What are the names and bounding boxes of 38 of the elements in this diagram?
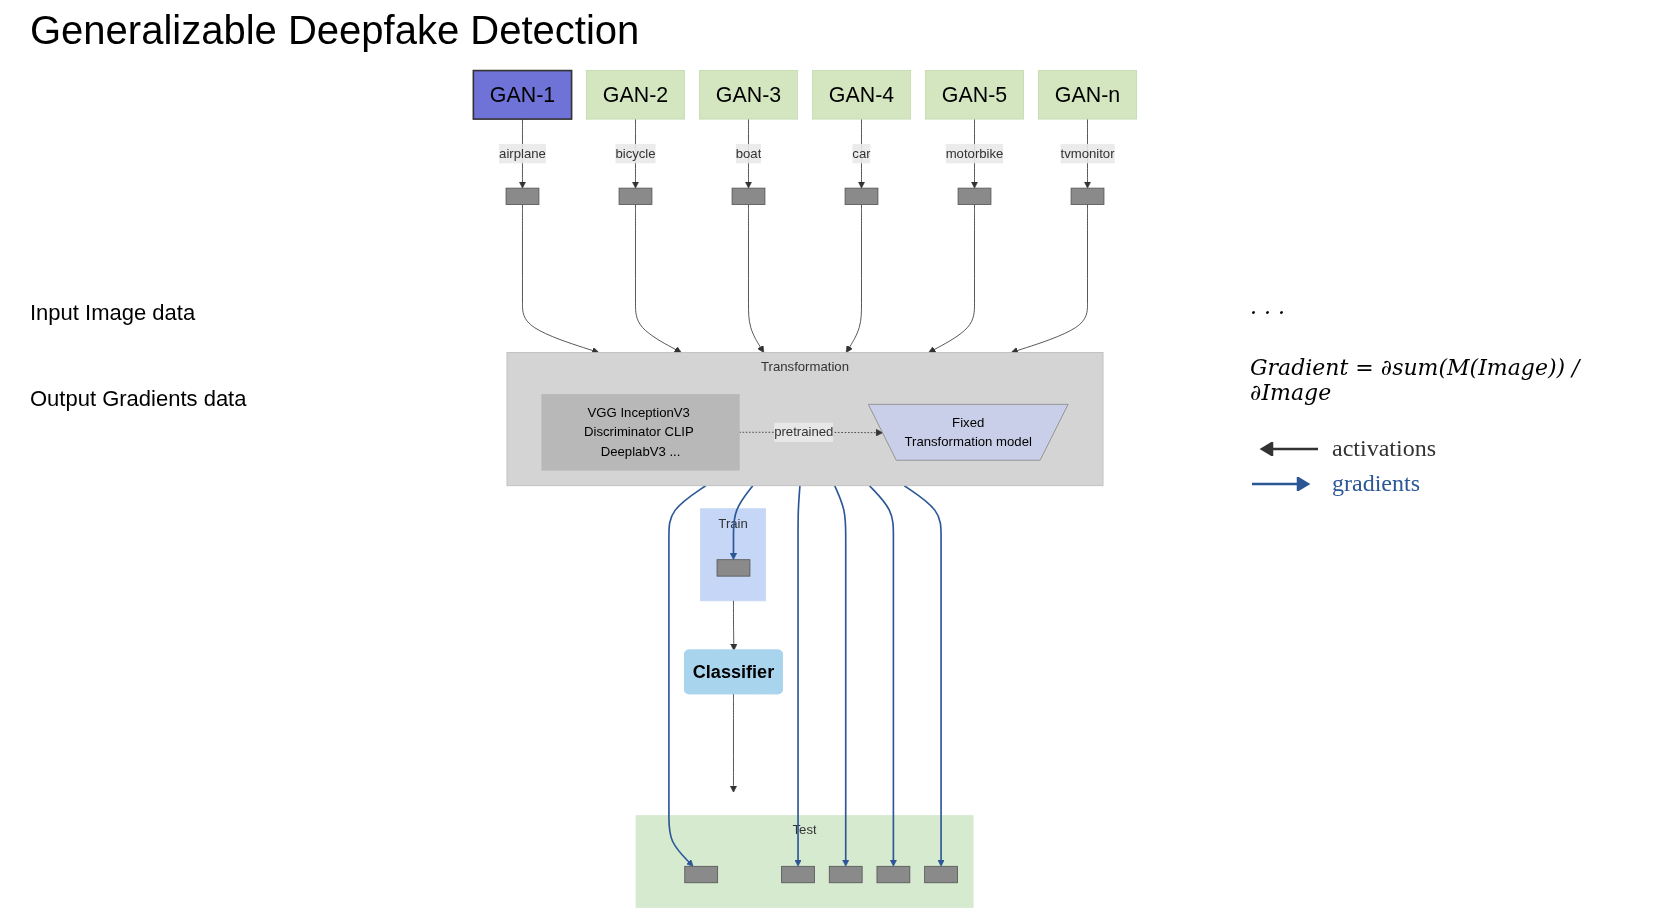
- node-box: [957, 187, 992, 205]
- arrow: [868, 484, 897, 867]
- node-box: [1070, 187, 1105, 205]
- legend-label: gradients: [1332, 470, 1420, 497]
- node-box: [844, 187, 879, 205]
- arrow: [903, 484, 945, 867]
- node-box: GAN-1: [472, 69, 573, 120]
- node-box: [716, 559, 751, 577]
- node-box: VGG InceptionV3 Discriminator CLIP DeeplabV3 ...: [541, 394, 740, 471]
- diagram-title: Generalizable Deepfake Detection: [30, 8, 640, 53]
- node-box: GAN-4: [812, 70, 911, 120]
- edge-label: boat: [735, 146, 762, 161]
- node-box: [618, 187, 653, 205]
- node-box: [684, 865, 719, 884]
- edge-label: motorbike: [945, 146, 1004, 161]
- node-box: [876, 865, 911, 884]
- node-box: GAN-2: [586, 70, 685, 120]
- row-label: Input Image data: [30, 300, 197, 326]
- edge-label: airplane: [499, 146, 546, 161]
- arrow: [794, 484, 802, 867]
- node-box: [924, 865, 958, 884]
- node-box: [781, 865, 815, 884]
- node-box: GAN-3: [699, 70, 798, 120]
- edge-label: bicycle: [615, 146, 656, 161]
- legend-label: activations: [1332, 435, 1436, 462]
- node-box: GAN-5: [925, 70, 1024, 120]
- node-box: GAN-n: [1038, 70, 1138, 120]
- arrow: [668, 484, 707, 867]
- edge-label: tvmonitor: [1060, 146, 1115, 161]
- node-box: [731, 187, 766, 205]
- edge-label: car: [852, 146, 871, 161]
- node-box: [505, 187, 540, 205]
- node-box: [828, 865, 863, 884]
- row-label: Output Gradients data: [30, 386, 248, 412]
- arrow: [833, 484, 850, 867]
- ellipsis-text: · · ·: [1250, 300, 1286, 325]
- formula-text: Gradient = ∂sum(M(Image)) / ∂Image: [1250, 355, 1582, 405]
- edge-label: pretrained: [774, 424, 834, 439]
